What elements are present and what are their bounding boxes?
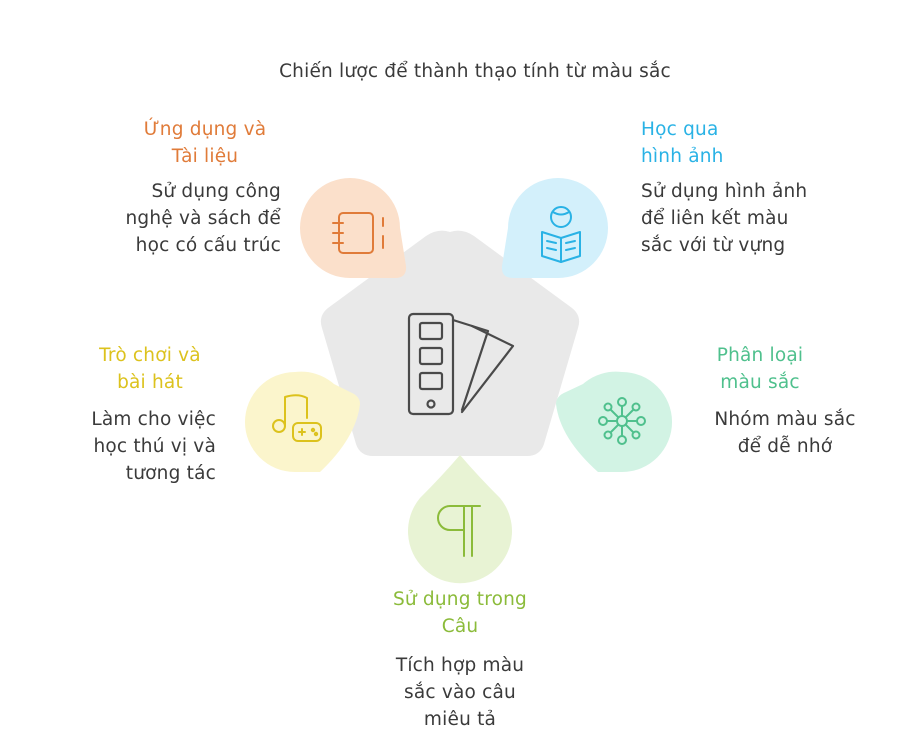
bubble-games-songs — [244, 371, 360, 472]
desc-use-in-sentences: Tích hợp màu sắc vào câu miêu tả — [395, 655, 525, 730]
heading-apps-materials: Ứng dụng và Tài liệu — [143, 119, 267, 167]
heading-color-classification: Phân loại màu sắc — [716, 345, 804, 393]
desc-games-songs: Làm cho việc học thú vị và tương tác — [91, 409, 216, 484]
open-book-globe-icon — [541, 206, 581, 263]
notebook-icon — [332, 212, 384, 254]
desc-visual-learning: Sử dụng hình ảnh để liên kết màu sắc với… — [641, 181, 808, 256]
center-pentagon — [320, 230, 580, 456]
heading-games-songs: Trò chơi và bài hát — [99, 345, 201, 393]
heading-use-in-sentences: Sử dụng trong Câu — [392, 589, 527, 637]
color-swatch-fan-icon — [407, 312, 515, 416]
pilcrow-icon — [437, 505, 481, 557]
bubble-visual-learning — [501, 178, 608, 278]
network-icon — [598, 397, 646, 445]
bubble-use-in-sentences — [408, 455, 512, 584]
desc-apps-materials: Sử dụng công nghệ và sách để học có cấu … — [125, 181, 281, 256]
heading-visual-learning: Học qua hình ảnh — [641, 119, 724, 167]
bubble-apps-materials — [300, 178, 407, 278]
diagram-title: Chiến lược để thành thạo tính từ màu sắc — [279, 61, 671, 82]
music-game-icon — [272, 394, 322, 442]
desc-color-classification: Nhóm màu sắc để dễ nhớ — [714, 409, 856, 457]
